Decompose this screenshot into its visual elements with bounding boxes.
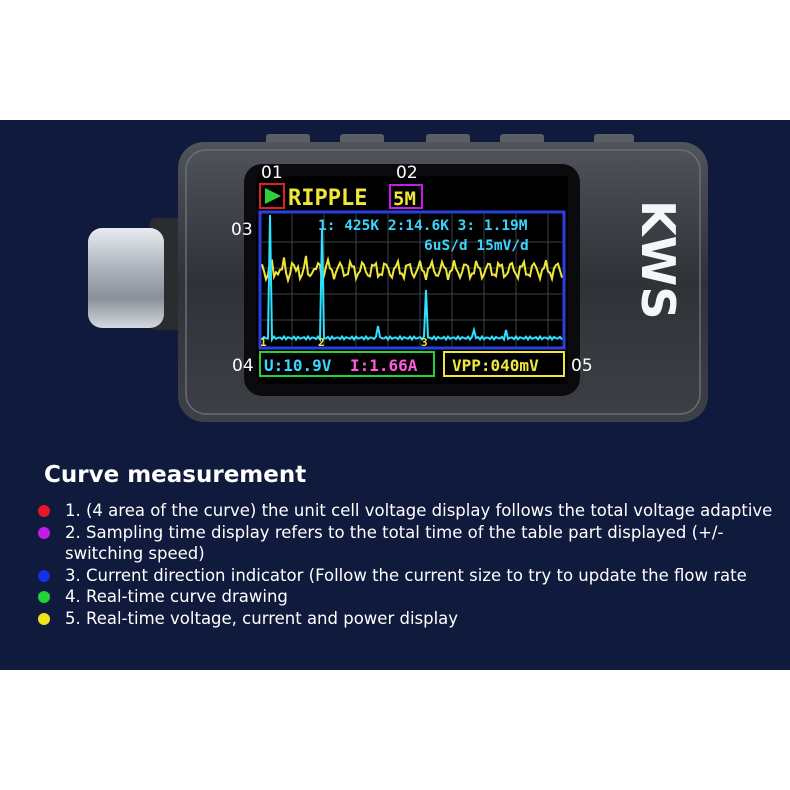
sample-label: 5M: [393, 188, 416, 210]
marker-3: 3: [421, 336, 428, 349]
vpp-box: [443, 351, 565, 377]
marker-1: 1: [260, 336, 267, 349]
marker-2: 2: [318, 336, 325, 349]
feature-list: 1. (4 area of the curve) the unit cell v…: [36, 500, 776, 629]
sample-label-box: [389, 184, 423, 209]
callout-03: 03: [231, 220, 253, 240]
callout-02: 02: [396, 163, 418, 183]
ripple-waveform-trace: [261, 255, 563, 285]
list-item-text: 1. (4 area of the curve) the unit cell v…: [65, 501, 773, 520]
list-item-text: 2. Sampling time display refers to the t…: [65, 522, 724, 564]
list-item-text: 4. Real-time curve drawing: [65, 587, 288, 606]
product-panel: RIPPLE 5M 1: 425K 2:14.6K 3: 1.19M 6uS/d…: [0, 120, 790, 670]
list-item: 4. Real-time curve drawing: [36, 586, 776, 608]
spike-waveform-trace: [261, 214, 563, 343]
section-title: Curve measurement: [44, 462, 307, 488]
callout-01: 01: [261, 163, 283, 183]
green-bullet-icon: [38, 591, 50, 603]
yellow-bullet-icon: [38, 612, 50, 625]
blue-bullet-icon: [38, 569, 50, 582]
voltage-current-box: [259, 351, 435, 377]
usb-c-plug-icon: [88, 218, 186, 330]
list-item-text: 5. Real-time voltage, current and power …: [65, 608, 459, 628]
list-item: 3. Current direction indicator (Follow t…: [36, 565, 776, 587]
frequency-readout: 1: 425K 2:14.6K 3: 1.19M: [318, 218, 528, 234]
magenta-bullet-icon: [38, 526, 50, 539]
waveform-plot: 1: 425K 2:14.6K 3: 1.19M 6uS/d 15mV/d 1 …: [258, 210, 566, 350]
list-item-text: 3. Current direction indicator (Follow t…: [65, 565, 747, 585]
mode-label: RIPPLE: [288, 186, 367, 211]
voltage-readout: U:10.9V: [264, 356, 332, 375]
current-readout: I:1.66A: [350, 356, 418, 375]
callout-04: 04: [232, 356, 254, 376]
play-icon: [265, 188, 281, 204]
brand-logo: KWS: [631, 200, 685, 320]
list-item: 1. (4 area of the curve) the unit cell v…: [36, 500, 776, 522]
callout-05: 05: [571, 356, 593, 376]
list-item: 2. Sampling time display refers to the t…: [36, 522, 776, 565]
play-indicator-box: [259, 183, 285, 209]
scale-readout: 6uS/d 15mV/d: [424, 238, 529, 254]
device-illustration: RIPPLE 5M 1: 425K 2:14.6K 3: 1.19M 6uS/d…: [88, 134, 708, 422]
list-item: 5. Real-time voltage, current and power …: [36, 608, 776, 630]
vpp-readout: VPP:040mV: [452, 356, 539, 375]
red-bullet-icon: [38, 505, 50, 517]
